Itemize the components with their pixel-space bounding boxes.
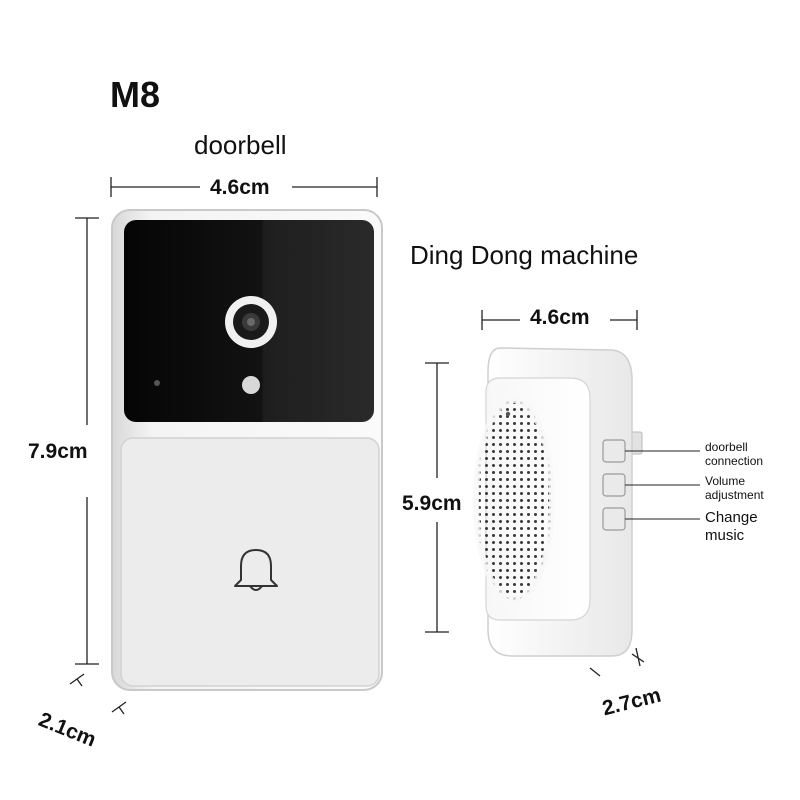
- microphone-icon: [154, 380, 160, 386]
- speaker-grille: [476, 400, 552, 600]
- change-music-button-icon: [602, 507, 626, 531]
- chime-device: [473, 347, 643, 657]
- callout-line1: Volume: [705, 474, 746, 488]
- chime-height-label: 5.9cm: [402, 492, 462, 515]
- callout-line2: connection: [705, 454, 764, 468]
- doorbell-height-dimension: [75, 217, 99, 665]
- chime-width-dimension: [481, 310, 638, 330]
- callout-line1: doorbell: [705, 440, 748, 454]
- chime-width-label: 4.6cm: [530, 306, 590, 329]
- doorbell-connection-button-icon: [602, 439, 626, 463]
- light-sensor-icon: [242, 376, 260, 394]
- volume-adjustment-button-icon: [602, 473, 626, 497]
- doorbell-device: [111, 209, 383, 691]
- doorbell-width-dimension: [110, 177, 378, 197]
- chime-depth-dimension: [589, 647, 645, 677]
- doorbell-label: doorbell: [194, 130, 287, 160]
- doorbell-width-label: 4.6cm: [210, 176, 270, 199]
- bell-icon: [234, 549, 278, 591]
- doorbell-height-label: 7.9cm: [28, 440, 88, 463]
- doorbell-button-panel: [120, 437, 380, 687]
- chime-label: Ding Dong machine: [410, 240, 639, 270]
- doorbell-connection-callout: doorbell connection: [705, 440, 763, 468]
- doorbell-depth-dimension: [69, 673, 127, 715]
- callout-line2: adjustment: [705, 488, 764, 502]
- callout-line1: Change: [705, 509, 758, 526]
- product-title: M8: [110, 74, 161, 115]
- chime-callout-lines: [625, 450, 700, 520]
- callout-line2: music: [705, 527, 745, 544]
- chime-height-dimension: [425, 362, 449, 633]
- change-music-callout: Change music: [705, 509, 758, 545]
- volume-adjustment-callout: Volume adjustment: [705, 474, 764, 502]
